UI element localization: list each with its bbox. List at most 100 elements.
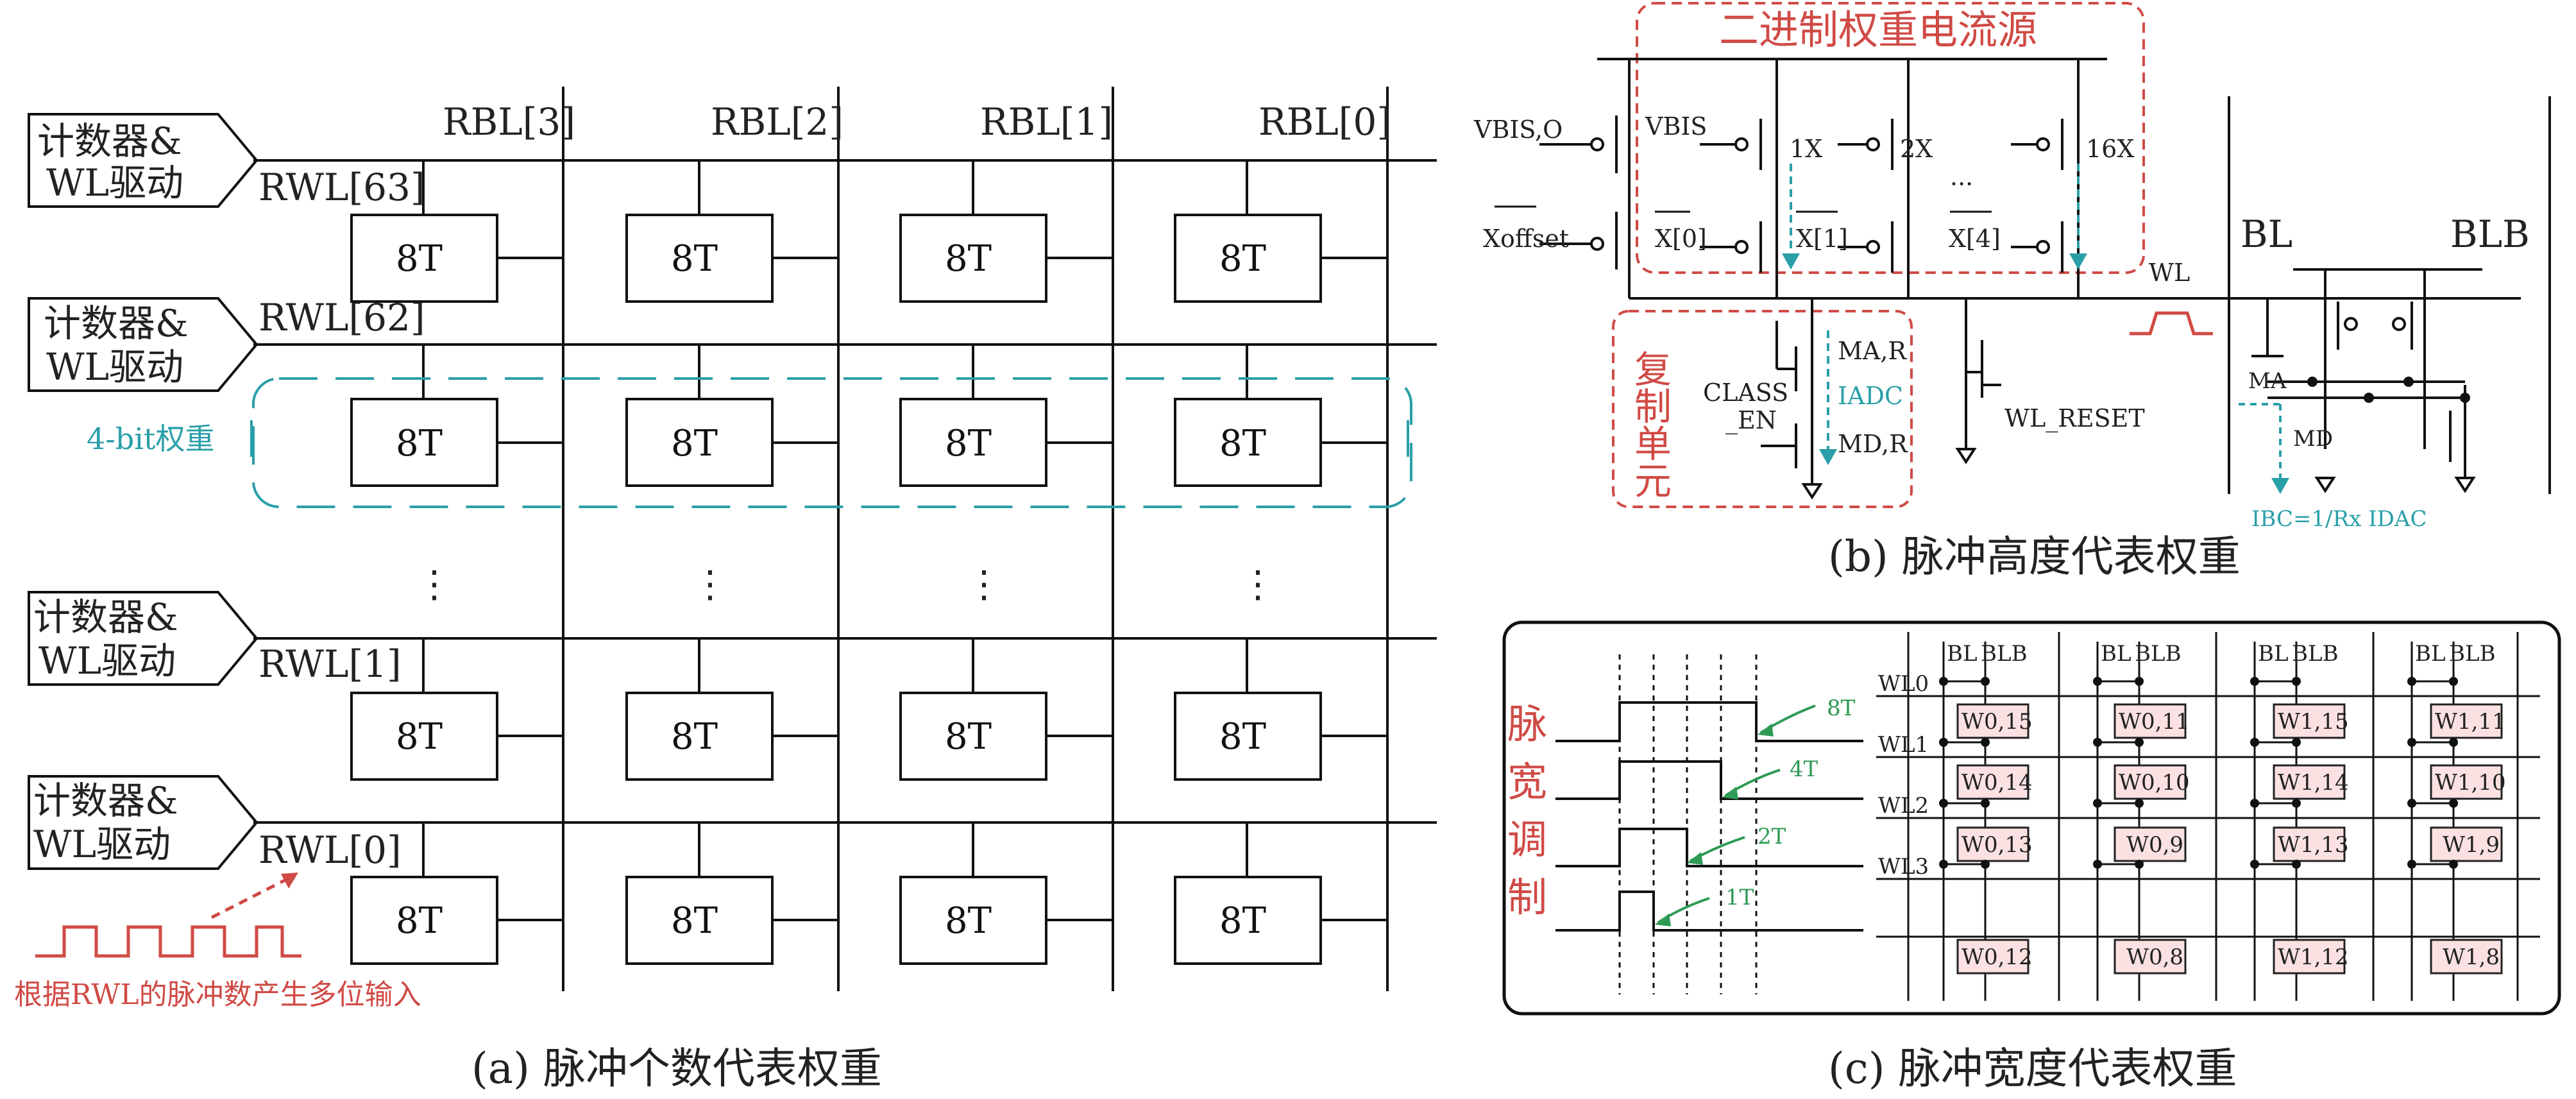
col-header-blb: BLB	[2449, 641, 2496, 667]
replica-box	[1612, 310, 1913, 508]
offset-transistors: VBIS,O Xoffset	[1473, 59, 1631, 298]
rbl-label: RBL[1]	[980, 100, 1113, 144]
rwl-label: RWL[0]	[258, 828, 402, 872]
gate-bubble-icon	[2036, 137, 2050, 151]
panel-a-caption: (a) 脉冲个数代表权重	[471, 1044, 882, 1093]
label-x0: X[0]	[1655, 225, 1707, 253]
wl-label: WL1	[1878, 732, 1929, 758]
cell-label: 8T	[671, 423, 718, 464]
current-source-box	[1636, 2, 2145, 274]
driver-label-line1: 计数器&	[33, 595, 178, 639]
driver-shape	[28, 297, 258, 392]
rbl-label: RBL[0]	[1258, 100, 1391, 144]
cell-label: 8T	[396, 900, 443, 942]
cell-label: 8T	[945, 423, 992, 464]
gate-bubble-icon	[2392, 317, 2406, 331]
arrow-head-icon	[281, 873, 298, 889]
weight-cell-label: W1,15	[2278, 709, 2349, 735]
source-branch-1x: 1X VBIS X[0]	[1645, 59, 1822, 298]
pulse-width-label: 4T	[1790, 756, 1818, 782]
weight-cell	[2273, 826, 2346, 862]
panel-b: 二进制权重电流源 VBIS,O Xoffset	[1473, 2, 2551, 581]
pwm-label-char: 宽	[1507, 758, 1547, 805]
weight-cell	[2430, 764, 2503, 800]
pulse-width-label: 8T	[1827, 695, 1856, 721]
ground-icon	[2454, 477, 2476, 493]
weight-1x: 1X	[1790, 135, 1822, 163]
ellipsis: ⋮	[1239, 562, 1276, 606]
weight-cell-label: W0,14	[1962, 770, 2033, 796]
rwl-label: RWL[62]	[258, 296, 425, 339]
pulse-train	[35, 925, 301, 958]
source-branch-16x: 16X X[4]	[1949, 59, 2134, 298]
8t-cell	[625, 214, 774, 303]
col-header-bl: BL	[2415, 641, 2446, 667]
label-blb: BLB	[2450, 212, 2530, 256]
weight-group-label: 4-bit权重	[87, 422, 214, 456]
wl-label: WL3	[1878, 854, 1929, 880]
weight-cell	[2430, 703, 2503, 739]
panel-c-frame	[1502, 620, 2561, 1016]
pulse-1t	[1555, 890, 1863, 932]
panel-c-caption: (c) 脉冲宽度代表权重	[1828, 1044, 2237, 1093]
weight-cell-label: W0,8	[2126, 944, 2183, 970]
cell-label: 8T	[396, 423, 443, 464]
weight-cell-label: W0,15	[1962, 709, 2033, 735]
cell-label: 8T	[671, 238, 718, 280]
node-dot	[2403, 377, 2414, 387]
driver-block: 计数器& WL驱动	[28, 297, 258, 392]
rwl-label: RWL[1]	[258, 642, 402, 686]
driver-label-line2: WL驱动	[38, 639, 176, 683]
weight-cell	[2114, 764, 2187, 800]
pwm-label-char: 脉	[1507, 701, 1547, 747]
weight-cell-label: W1,10	[2435, 770, 2506, 796]
driver-label-line2: WL驱动	[33, 822, 171, 866]
cell-row-1: 8T 8T 8T 8T	[350, 638, 1387, 781]
gate-bubble-icon	[1734, 137, 1749, 151]
pwm-label-char: 制	[1507, 874, 1547, 921]
gate-bubble-icon	[1734, 240, 1749, 254]
pulse-8t	[1555, 701, 1863, 742]
pwm-row-2: W0,13 W0,9 W1,13 W1,9	[1939, 799, 2503, 862]
weight-cell	[2430, 826, 2503, 862]
weight-cell	[1956, 939, 2029, 975]
weight-cell-label: W1,13	[2278, 832, 2349, 858]
weight-cell-label: W1,14	[2278, 770, 2349, 796]
panel-c: 脉 宽 调 制 8T 4T 2T 1T	[1502, 620, 2561, 1093]
8t-cell	[899, 692, 1047, 781]
8t-cell	[1174, 876, 1322, 965]
driver-block: 计数器& WL驱动	[28, 775, 258, 870]
8t-cell	[1174, 214, 1322, 303]
pulse-width-label: 1T	[1725, 885, 1754, 910]
label-vbis-o: VBIS,O	[1473, 115, 1563, 144]
col-header-bl: BL	[1947, 641, 1978, 667]
driver-label-line2: WL驱动	[46, 161, 183, 205]
driver-label-line2: WL驱动	[46, 345, 183, 389]
weight-16x: 16X	[2086, 135, 2134, 163]
label-bl: BL	[2241, 212, 2292, 256]
panel-a: RBL[3] RBL[2] RBL[1] RBL[0] RWL[63] RWL[…	[14, 87, 1437, 1093]
source-branch-2x: 2X X[1] ···	[1796, 59, 1973, 298]
8t-cell	[625, 398, 774, 487]
ellipsis: ⋮	[416, 562, 453, 606]
cell-label: 8T	[1219, 423, 1266, 464]
weight-cell-label: W0,10	[2119, 770, 2190, 796]
weight-cell	[1956, 703, 2029, 739]
weight-2x: 2X	[1900, 135, 1933, 163]
driver-label-line1: 计数器&	[33, 779, 178, 822]
current-arrow-icon	[1819, 449, 1837, 465]
8t-cell	[350, 692, 498, 781]
weight-cell-label: W0,11	[2119, 709, 2190, 735]
label-class-en1: CLASS	[1703, 379, 1788, 407]
weight-cell	[2273, 939, 2346, 975]
panel-b-caption: (b) 脉冲高度代表权重	[1828, 532, 2241, 581]
current-arrow-icon	[1782, 253, 1800, 269]
pwm-row-1: W0,14 W0,10 W1,14 W1,10	[1939, 738, 2506, 800]
label-wl-reset: WL_RESET	[2004, 404, 2145, 433]
pulse-2t	[1555, 828, 1863, 867]
8t-cell	[1174, 398, 1322, 487]
pulse-4t	[1555, 760, 1863, 800]
col-header-blb: BLB	[2135, 641, 2182, 667]
cell-label: 8T	[945, 238, 992, 280]
weight-cell	[2430, 939, 2503, 975]
